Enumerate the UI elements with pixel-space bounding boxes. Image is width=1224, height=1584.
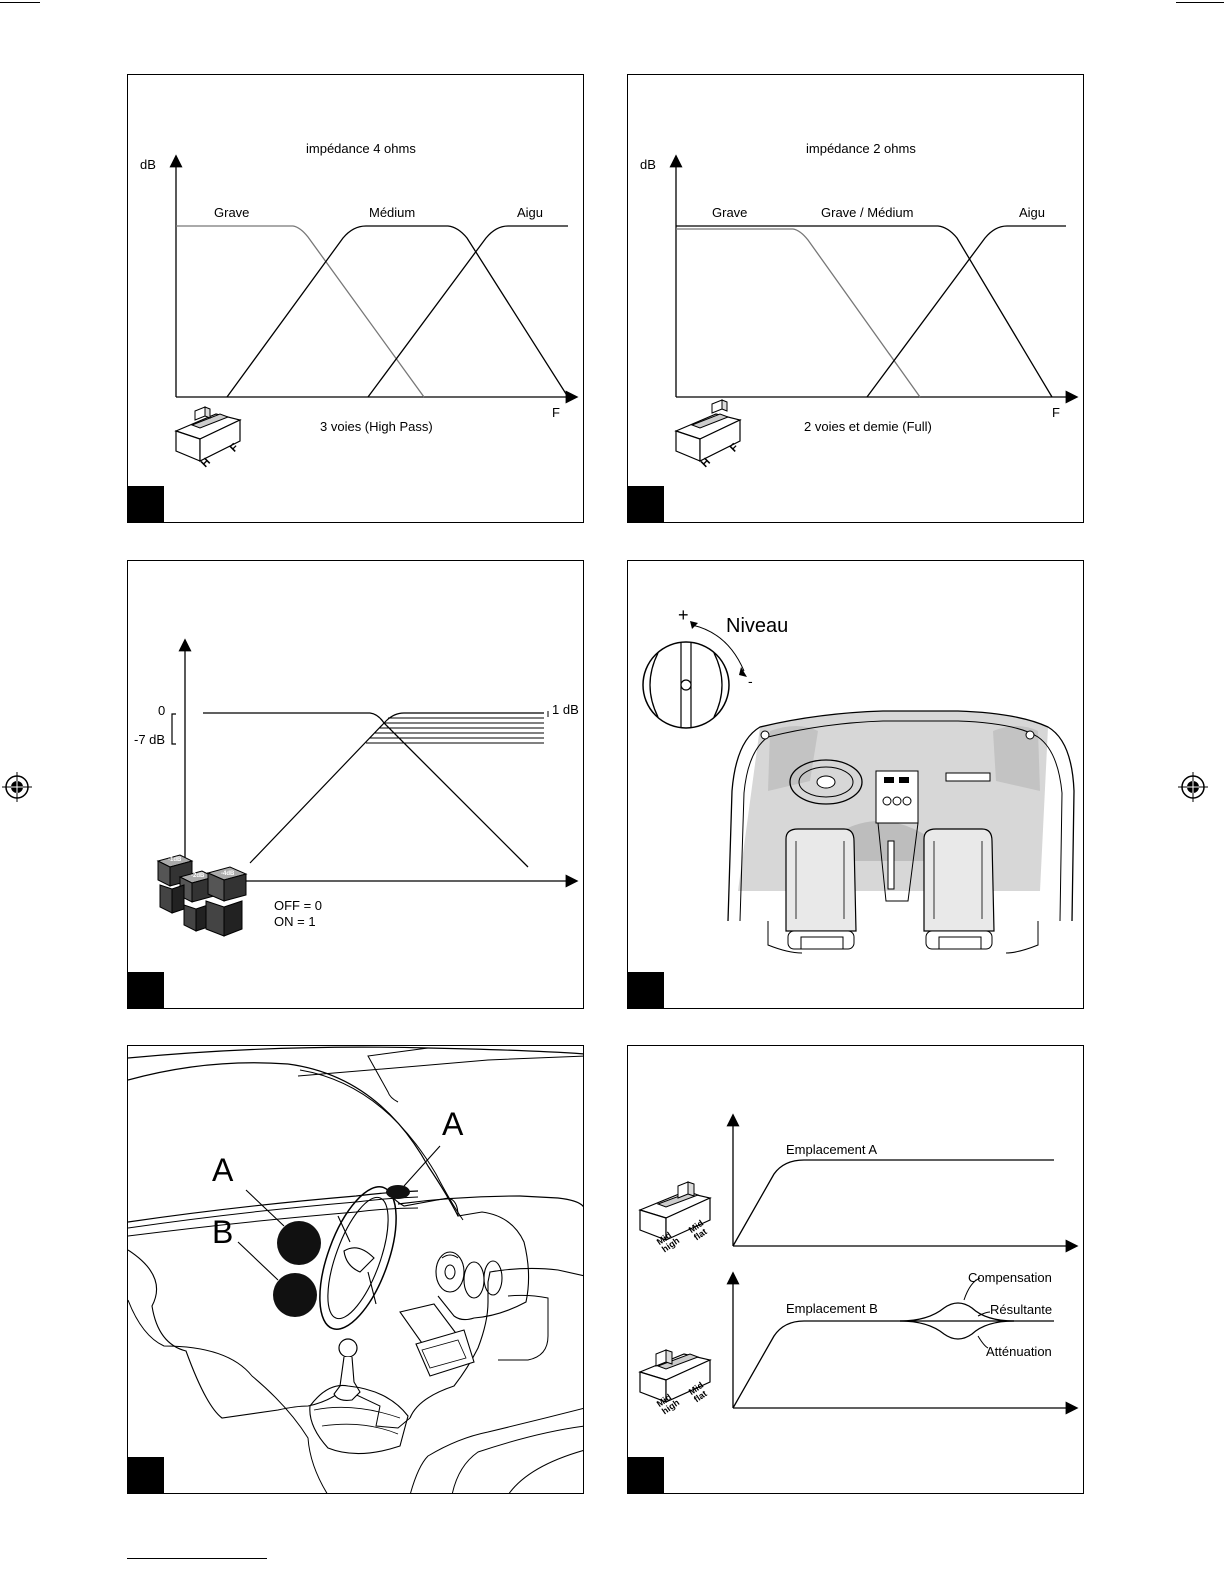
location-b-curve-label: Emplacement B bbox=[786, 1301, 878, 1316]
switch-h-f-icon bbox=[676, 400, 740, 461]
panel-frequency-compensation: Emplacement A Emplacement B Compensation… bbox=[627, 1045, 1084, 1494]
graph-title: impédance 4 ohms bbox=[306, 141, 416, 156]
registration-mark-left bbox=[2, 772, 32, 802]
panel-crossover-2-ohms: impédance 2 ohms dB F Grave Grave / Médi… bbox=[627, 74, 1084, 523]
y-axis-label: dB bbox=[640, 157, 656, 172]
minus-7-db-label: -7 dB bbox=[134, 732, 165, 747]
plus-label: + bbox=[678, 605, 689, 626]
switch-minus-1-db-label: -1dB bbox=[168, 857, 181, 863]
dip-switch-block-icon bbox=[158, 855, 246, 936]
crop-mark-left bbox=[0, 2, 40, 3]
level-knob-and-car-interior bbox=[628, 561, 1085, 1010]
car-interior-top-view bbox=[728, 711, 1074, 953]
x-axis-label: F bbox=[1052, 405, 1060, 420]
crop-mark-bottom bbox=[127, 1558, 267, 1559]
center-console bbox=[400, 1304, 474, 1376]
dashboard-gauges bbox=[436, 1252, 502, 1298]
band-high-label: Aigu bbox=[1019, 205, 1045, 220]
location-b-label: B bbox=[212, 1214, 233, 1251]
level-label: Niveau bbox=[726, 615, 788, 638]
off-label: OFF = 0 bbox=[274, 898, 322, 913]
attenuation-label: Atténuation bbox=[986, 1344, 1052, 1359]
car-dashboard-drawing bbox=[128, 1046, 584, 1494]
crop-mark-right bbox=[1176, 2, 1224, 3]
compensation-label: Compensation bbox=[968, 1270, 1052, 1285]
x-axis-label: F bbox=[552, 405, 560, 420]
figure-corner-marker bbox=[628, 972, 664, 1008]
figure-corner-marker bbox=[128, 1457, 164, 1493]
registration-mark-right bbox=[1178, 772, 1208, 802]
resultante-label: Résultante bbox=[990, 1302, 1052, 1317]
switch-minus-2-db-label: -2dB bbox=[191, 873, 204, 879]
panel-level-adjustment: + - Niveau bbox=[627, 560, 1084, 1009]
caption: 3 voies (High Pass) bbox=[320, 419, 433, 434]
minus-label: - bbox=[748, 673, 753, 689]
band-low-label: Grave bbox=[712, 205, 747, 220]
zero-db-label: 0 bbox=[158, 703, 165, 718]
location-a-right-label: A bbox=[442, 1106, 463, 1143]
band-mid-label: Grave / Médium bbox=[821, 205, 913, 220]
on-label: ON = 1 bbox=[274, 914, 316, 929]
location-a-curve-label: Emplacement A bbox=[786, 1142, 877, 1157]
band-low-label: Grave bbox=[214, 205, 249, 220]
one-db-label: 1 dB bbox=[552, 702, 579, 717]
panel-speaker-locations: A B A bbox=[127, 1045, 584, 1494]
figure-corner-marker bbox=[128, 972, 164, 1008]
band-mid-label: Médium bbox=[369, 205, 415, 220]
location-a-left-label: A bbox=[212, 1152, 233, 1189]
figure-corner-marker bbox=[128, 486, 164, 522]
attenuation-graph bbox=[128, 561, 585, 1010]
figure-corner-marker bbox=[628, 1457, 664, 1493]
caption: 2 voies et demie (Full) bbox=[804, 419, 932, 434]
y-axis-label: dB bbox=[140, 157, 156, 172]
graph-title: impédance 2 ohms bbox=[806, 141, 916, 156]
panel-attenuation-switches: 0 -7 dB 1 dB OFF = 0 ON = 1 -1dB -2dB -4… bbox=[127, 560, 584, 1009]
band-high-label: Aigu bbox=[517, 205, 543, 220]
switch-minus-4-db-label: -4dB bbox=[221, 871, 234, 877]
speaker-location-markers bbox=[238, 1146, 440, 1317]
panel-crossover-4-ohms: impédance 4 ohms dB F Grave Médium Aigu … bbox=[127, 74, 584, 523]
switch-h-f-icon bbox=[176, 407, 240, 461]
figure-corner-marker bbox=[628, 486, 664, 522]
